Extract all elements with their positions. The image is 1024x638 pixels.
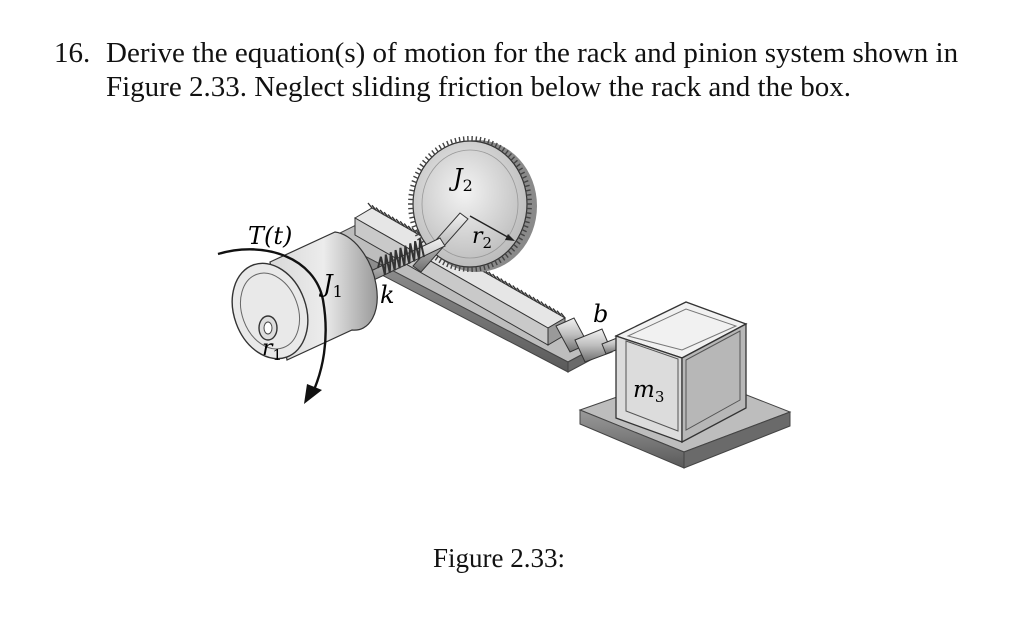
radius-r1-label: r1 [262,336,282,364]
damper-b [555,317,627,363]
radius-r2-arrow [469,215,515,241]
problem-text: Derive the equation(s) of motion for the… [106,37,959,103]
problem-number: 16. [54,37,91,69]
figure-caption: Figure 2.33: [433,543,565,573]
torque-arrow [217,248,327,404]
mass-m3-label: m3 [633,377,664,406]
torque-label: T(t) [248,222,292,250]
damper-b-label: b [593,300,608,328]
mass-m3-box [614,301,748,444]
spring-k [377,238,425,276]
inertia-j1-drum [231,231,378,361]
spring-k-label: k [380,281,395,309]
radius-r2-label: r2 [472,224,492,252]
